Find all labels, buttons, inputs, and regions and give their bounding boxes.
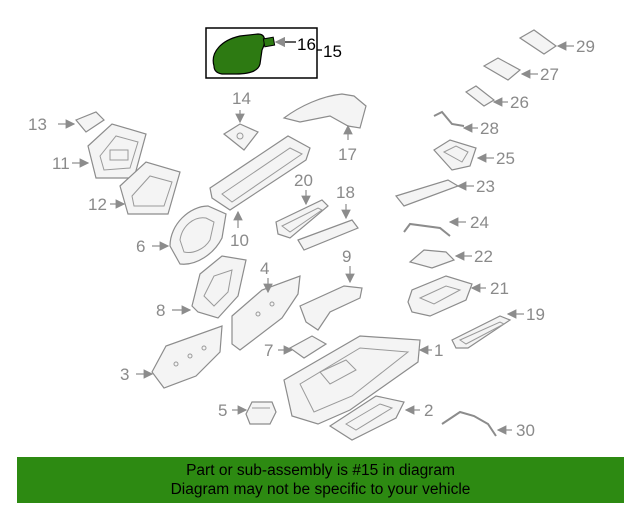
callout-7: 7 bbox=[264, 341, 273, 360]
clip-16-shape bbox=[262, 36, 276, 48]
callout-22: 22 bbox=[474, 247, 493, 266]
part-23[interactable]: 23 bbox=[394, 177, 495, 207]
part-19[interactable]: 19 bbox=[451, 305, 545, 349]
callout-21: 21 bbox=[490, 279, 509, 298]
callout-14: 14 bbox=[232, 89, 251, 108]
part-30[interactable]: 30 bbox=[441, 410, 535, 440]
callout-13: 13 bbox=[28, 115, 47, 134]
callout-5: 5 bbox=[218, 401, 227, 420]
callout-23: 23 bbox=[476, 177, 495, 196]
callout-1: 1 bbox=[434, 341, 443, 360]
banner-line-1: Part or sub-assembly is #15 in diagram bbox=[186, 462, 455, 479]
callout-28: 28 bbox=[480, 119, 499, 138]
part-17[interactable]: 17 bbox=[282, 93, 367, 164]
callout-16: 16 bbox=[297, 35, 316, 54]
callout-29: 29 bbox=[576, 37, 595, 56]
part-2[interactable]: 2 bbox=[328, 395, 433, 441]
part-21[interactable]: 21 bbox=[407, 275, 509, 317]
callout-9: 9 bbox=[342, 247, 351, 266]
part-27[interactable]: 27 bbox=[482, 57, 559, 84]
callout-11: 11 bbox=[52, 154, 70, 173]
callout-2: 2 bbox=[424, 401, 433, 420]
callout-10: 10 bbox=[230, 231, 249, 250]
callout-3: 3 bbox=[120, 365, 129, 384]
console-lid-pad-shape bbox=[212, 33, 266, 75]
part-10[interactable]: 10 bbox=[209, 135, 311, 250]
callout-24: 24 bbox=[470, 213, 489, 232]
part-29[interactable]: 29 bbox=[518, 29, 595, 56]
part-22[interactable]: 22 bbox=[408, 247, 493, 269]
callout-18: 18 bbox=[336, 183, 355, 202]
part-20[interactable]: 20 bbox=[275, 171, 329, 239]
part-12[interactable]: 12 bbox=[88, 161, 181, 215]
part-24[interactable]: 24 bbox=[403, 213, 489, 237]
callout-26: 26 bbox=[510, 93, 529, 112]
callout-27: 27 bbox=[540, 65, 559, 84]
info-banner: Part or sub-assembly is #15 in diagram D… bbox=[17, 457, 624, 503]
callout-15: 15 bbox=[323, 42, 342, 61]
part-5[interactable]: 5 bbox=[218, 401, 277, 425]
part-11[interactable]: 11 bbox=[52, 123, 147, 179]
part-18[interactable]: 18 bbox=[297, 183, 359, 251]
part-14[interactable]: 14 bbox=[222, 89, 259, 151]
part-8[interactable]: 8 bbox=[156, 255, 247, 320]
callout-25: 25 bbox=[496, 149, 515, 168]
callout-6: 6 bbox=[136, 237, 145, 256]
callout-19: 19 bbox=[526, 305, 545, 324]
banner-line-2: Diagram may not be specific to your vehi… bbox=[170, 481, 471, 498]
part-3[interactable]: 3 bbox=[120, 325, 223, 389]
part-1[interactable]: 1 bbox=[283, 335, 443, 425]
part-9[interactable]: 9 bbox=[299, 247, 363, 331]
part-13[interactable]: 13 bbox=[28, 111, 105, 134]
callout-20: 20 bbox=[294, 171, 313, 190]
part-4[interactable]: 4 bbox=[231, 259, 301, 351]
part-6[interactable]: 6 bbox=[136, 205, 227, 265]
exploded-parts-diagram: 16 15 13 11 12 14 17 1 bbox=[28, 27, 595, 441]
callout-12: 12 bbox=[88, 195, 107, 214]
part-28[interactable]: 28 bbox=[433, 110, 499, 138]
callout-17: 17 bbox=[338, 145, 357, 164]
highlighted-part-15[interactable]: 16 15 bbox=[205, 27, 342, 79]
callout-4: 4 bbox=[260, 259, 269, 278]
part-26[interactable]: 26 bbox=[464, 85, 529, 112]
callout-30: 30 bbox=[516, 421, 535, 440]
part-25[interactable]: 25 bbox=[433, 139, 515, 171]
part-7[interactable]: 7 bbox=[264, 335, 328, 360]
callout-8: 8 bbox=[156, 301, 165, 320]
